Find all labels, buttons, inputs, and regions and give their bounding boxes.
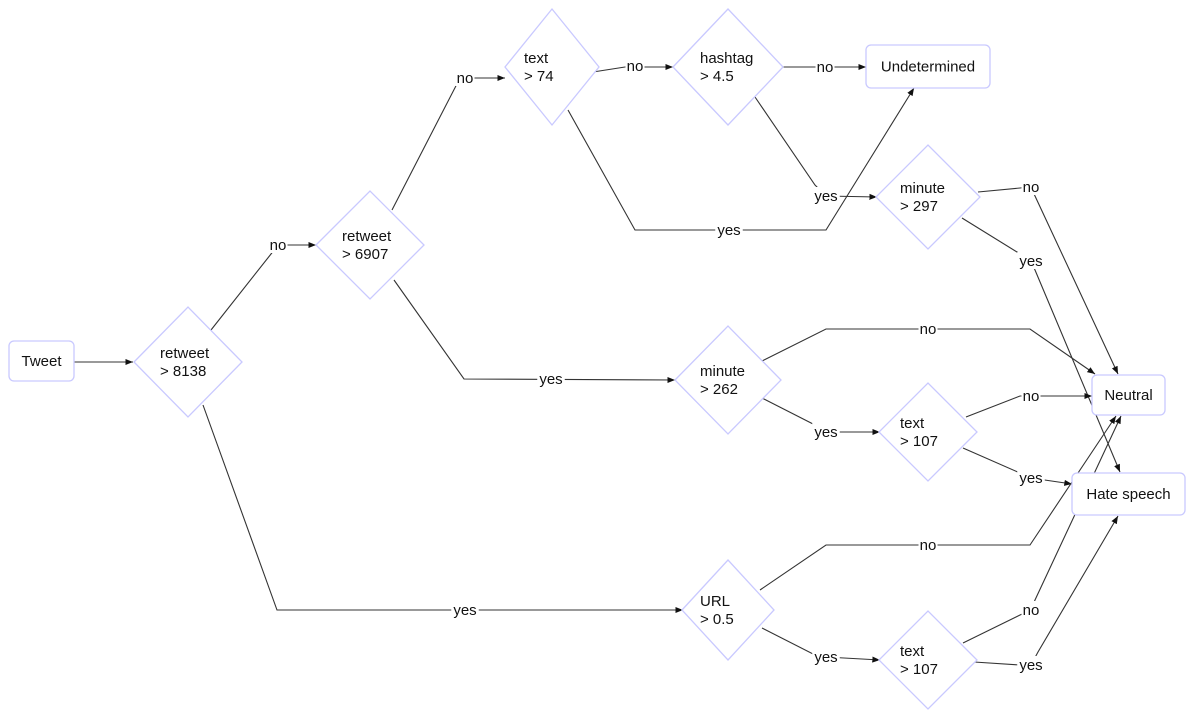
- condition-threshold: > 6907: [342, 246, 388, 263]
- edge-label-background: [1021, 387, 1041, 404]
- edge-label-background: [812, 648, 840, 665]
- condition-feature: minute: [700, 363, 745, 380]
- edge-label-yes: yes: [453, 602, 476, 619]
- node-d8[interactable]: URL> 0.5: [681, 559, 775, 661]
- condition-feature: text: [900, 643, 925, 660]
- result-box: [1071, 472, 1186, 516]
- edge-d3-to-d4: [592, 63, 673, 73]
- node-d3[interactable]: text> 74: [504, 7, 600, 127]
- edge-label-background: [1021, 178, 1041, 195]
- node-d5[interactable]: minute> 297: [875, 144, 981, 250]
- decision-diamond: [875, 144, 981, 250]
- condition-feature: URL: [700, 593, 730, 610]
- condition-feature: minute: [900, 180, 945, 197]
- edge-label-background: [1021, 601, 1041, 618]
- edge-label-no: no: [920, 537, 937, 554]
- edge-d1-to-d2: [210, 241, 316, 331]
- edge-label-no: no: [457, 70, 474, 87]
- condition-feature: hashtag: [700, 50, 753, 67]
- edge-label-yes: yes: [717, 222, 740, 239]
- result-box: [865, 44, 991, 89]
- edge-label-yes: yes: [814, 649, 837, 666]
- node-undetermined[interactable]: Undetermined: [865, 44, 991, 89]
- decision-diamond: [504, 7, 600, 127]
- node-d4[interactable]: hashtag> 4.5: [672, 8, 784, 126]
- edge-d9-to-hate: [973, 515, 1119, 666]
- edge-label-no: no: [1023, 602, 1040, 619]
- node-label: Tweet: [21, 353, 62, 370]
- node-d6[interactable]: minute> 262: [674, 325, 782, 435]
- edge-label-no: no: [627, 58, 644, 75]
- node-tweet[interactable]: Tweet: [8, 340, 75, 382]
- edge-label-no: no: [1023, 179, 1040, 196]
- edge-d9-to-neutral: [962, 415, 1122, 644]
- node-label: Neutral: [1104, 387, 1152, 404]
- edge-label-background: [815, 58, 835, 75]
- decision-diamond: [674, 325, 782, 435]
- node-d1[interactable]: retweet> 8138: [133, 306, 243, 418]
- edge-label-yes: yes: [1019, 657, 1042, 674]
- decision-diamond: [878, 382, 978, 482]
- edge-label-yes: yes: [539, 371, 562, 388]
- condition-threshold: > 262: [700, 381, 738, 398]
- edge-label-background: [918, 536, 938, 553]
- result-box: [1091, 374, 1166, 416]
- node-d9[interactable]: text> 107: [878, 610, 978, 710]
- edge-label-background: [455, 69, 475, 86]
- node-label: Hate speech: [1086, 486, 1170, 503]
- condition-threshold: > 107: [900, 433, 938, 450]
- edge-label-background: [1017, 252, 1045, 269]
- edge-label-background: [715, 221, 743, 238]
- condition-threshold: > 0.5: [700, 611, 734, 628]
- condition-threshold: > 107: [900, 661, 938, 678]
- edge-label-background: [812, 423, 840, 440]
- condition-feature: text: [524, 50, 549, 67]
- edge-d5-to-neutral: [977, 186, 1119, 375]
- edge-label-yes: yes: [1019, 470, 1042, 487]
- condition-feature: retweet: [342, 228, 392, 245]
- edge-label-background: [812, 187, 840, 204]
- edge-label-yes: yes: [814, 424, 837, 441]
- edge-label-background: [451, 601, 479, 618]
- decision-diamond: [681, 559, 775, 661]
- node-d2[interactable]: retweet> 6907: [315, 190, 425, 300]
- condition-threshold: > 74: [524, 68, 554, 85]
- decision-diamond: [315, 190, 425, 300]
- edge-label-background: [1017, 656, 1045, 673]
- edge-d1-to-d8: [202, 404, 683, 614]
- condition-threshold: > 8138: [160, 363, 206, 380]
- edge-label-background: [918, 320, 938, 337]
- edge-d2-to-d3: [391, 74, 505, 211]
- edge-label-no: no: [920, 321, 937, 338]
- edge-label-yes: yes: [814, 188, 837, 205]
- node-d7[interactable]: text> 107: [878, 382, 978, 482]
- edge-d2-to-d6: [393, 279, 676, 384]
- condition-threshold: > 297: [900, 198, 938, 215]
- edge-label-background: [268, 236, 288, 253]
- node-hate[interactable]: Hate speech: [1071, 472, 1186, 516]
- decision-diamond: [878, 610, 978, 710]
- condition-threshold: > 4.5: [700, 68, 734, 85]
- edge-label-background: [625, 57, 645, 74]
- edge-labels-layer: no yes no yes no yes no yes no yes no yes no yes no yes…: [268, 57, 1045, 674]
- edge-label-yes: yes: [1019, 253, 1042, 270]
- decision-diamond: [133, 306, 243, 418]
- edge-label-no: no: [270, 237, 287, 254]
- node-neutral[interactable]: Neutral: [1091, 374, 1166, 416]
- condition-feature: text: [900, 415, 925, 432]
- edge-label-no: no: [1023, 388, 1040, 405]
- edge-d4-to-d5: [754, 96, 878, 200]
- result-box: [8, 340, 75, 382]
- edge-label-background: [537, 370, 565, 387]
- edge-label-no: no: [817, 59, 834, 76]
- condition-feature: retweet: [160, 345, 210, 362]
- decision-diamond: [672, 8, 784, 126]
- edge-label-background: [1017, 469, 1045, 486]
- node-label: Undetermined: [881, 59, 975, 76]
